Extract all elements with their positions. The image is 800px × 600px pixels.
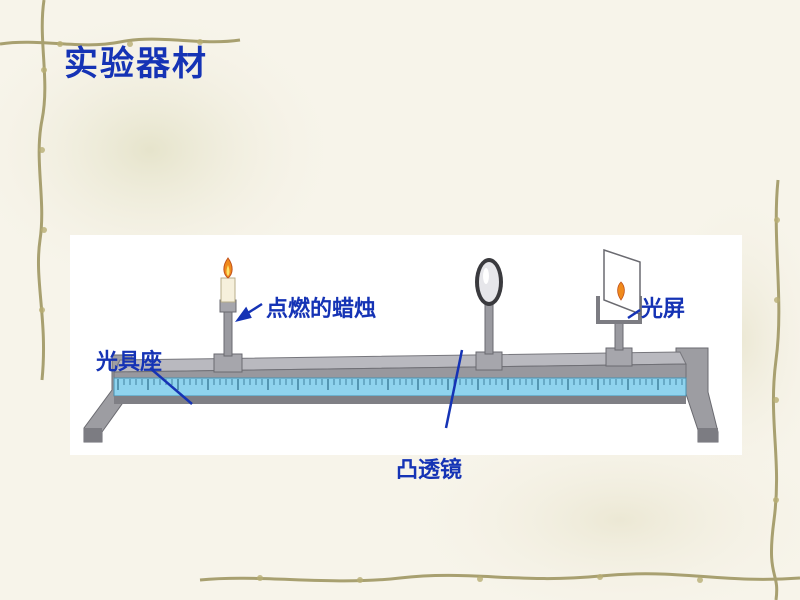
inverted-flame-image: [617, 281, 625, 301]
optical-bench-label: 光具座: [96, 350, 163, 375]
bench-pointer: [149, 367, 193, 405]
vine-border-left: [36, 0, 47, 381]
light-screen: [603, 248, 641, 316]
screen-pointer: [627, 308, 641, 320]
candle-pointer-arrowhead: [234, 306, 252, 323]
light-screen-label: 光屏: [641, 297, 686, 322]
convex-lens-label: 凸透镜: [396, 458, 463, 483]
candle-label: 点燃的蜡烛: [266, 297, 377, 322]
lens-pointer: [444, 349, 464, 429]
vine-border-top: [0, 37, 241, 47]
pointer-lines: [149, 302, 641, 429]
convex-lens: [475, 258, 503, 306]
vine-border-right: [770, 179, 781, 600]
slide-title: 实验器材: [64, 44, 208, 84]
optical-bench-rail: [113, 351, 687, 404]
diagram-panel: [70, 235, 742, 455]
vine-border-bottom: [199, 572, 800, 583]
scale-ticks: [117, 379, 683, 390]
candle: [220, 257, 236, 303]
leaf-wash-top-left: [0, 0, 350, 300]
